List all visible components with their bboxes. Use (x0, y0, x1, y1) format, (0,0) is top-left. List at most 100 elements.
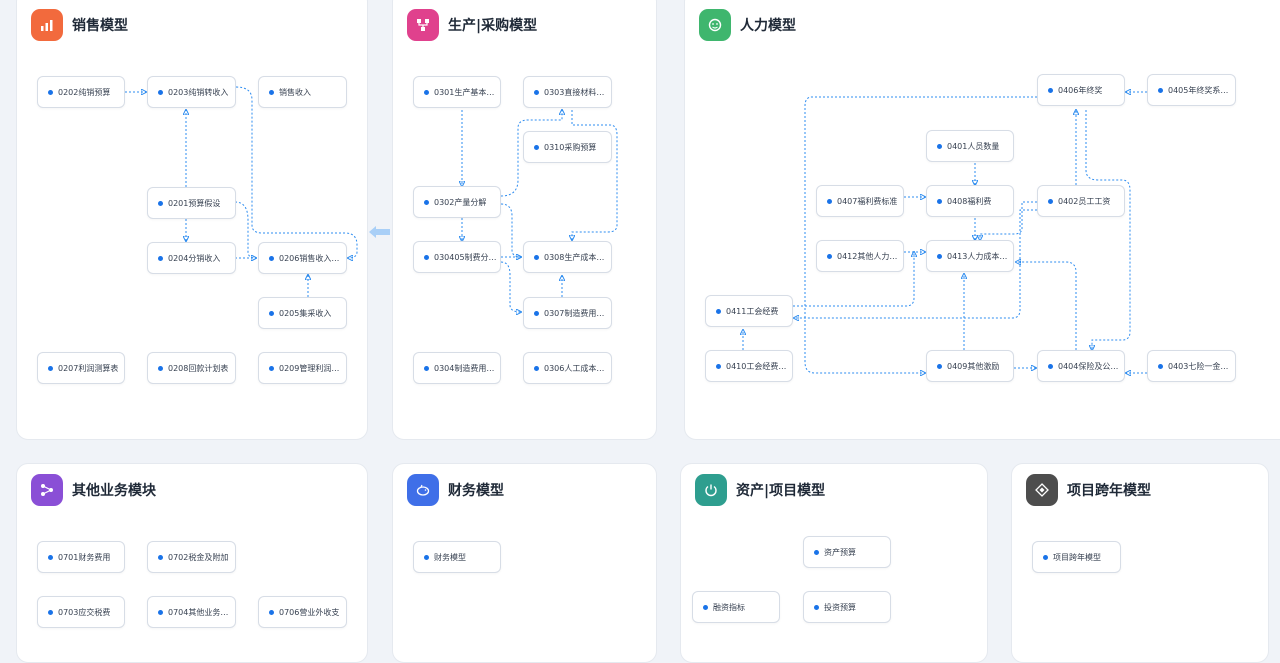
node-dot (424, 199, 429, 205)
node-dot (827, 198, 832, 204)
node-0408[interactable]: 0408福利费 (926, 185, 1014, 217)
node-dot (269, 609, 274, 615)
node-dot (48, 89, 53, 95)
node-0402[interactable]: 0402员工工资 (1037, 185, 1125, 217)
panel-title: 生产|采购模型 (448, 18, 538, 34)
node-label: 0303直接材料… (544, 87, 605, 97)
node-0403[interactable]: 0403七险一金… (1147, 350, 1236, 382)
node-dot (716, 308, 721, 314)
node-0204[interactable]: 0204分销收入 (147, 242, 236, 274)
panel-title: 其他业务模块 (72, 483, 156, 499)
node-0306[interactable]: 0306人工成本… (523, 352, 612, 384)
node-label: 0701财务费用 (58, 552, 111, 562)
node-0302[interactable]: 0302产量分解 (413, 186, 501, 218)
node-investment-budget[interactable]: 投资预算 (803, 591, 891, 623)
node-0203[interactable]: 0203纯销转收入 (147, 76, 236, 108)
node-label: 0412其他人力… (837, 251, 898, 261)
node-0411[interactable]: 0411工会经费 (705, 295, 793, 327)
flow-icon (407, 9, 439, 41)
node-dot (1048, 198, 1053, 204)
node-label: 0310采购预算 (544, 142, 597, 152)
node-label: 0410工会经费… (726, 361, 787, 371)
node-dot (937, 143, 942, 149)
node-label: 0403七险一金… (1168, 361, 1229, 371)
node-0401[interactable]: 0401人员数量 (926, 130, 1014, 162)
node-label: 0702税金及附加 (168, 552, 229, 562)
node-label: 0203纯销转收入 (168, 87, 229, 97)
node-dot (534, 310, 539, 316)
node-0202[interactable]: 0202纯销预算 (37, 76, 125, 108)
node-label: 0401人员数量 (947, 141, 1000, 151)
node-label: 融资指标 (713, 602, 745, 612)
node-label: 0204分销收入 (168, 253, 221, 263)
node-dot (48, 365, 53, 371)
node-0704[interactable]: 0704其他业务… (147, 596, 236, 628)
node-0701[interactable]: 0701财务费用 (37, 541, 125, 573)
node-label: 0302产量分解 (434, 197, 487, 207)
node-0308[interactable]: 0308生产成本… (523, 241, 612, 273)
node-sales-income[interactable]: 销售收入 (258, 76, 347, 108)
panel-header: 其他业务模块 (31, 474, 156, 506)
node-0304[interactable]: 0304制造费用… (413, 352, 501, 384)
node-label: 0304制造费用… (434, 363, 495, 373)
node-0413[interactable]: 0413人力成本… (926, 240, 1014, 272)
node-0412[interactable]: 0412其他人力… (816, 240, 904, 272)
node-dot (158, 554, 163, 560)
panel-title: 销售模型 (72, 18, 128, 34)
node-0209[interactable]: 0209管理利润… (258, 352, 347, 384)
panel-title: 项目跨年模型 (1067, 483, 1151, 499)
node-financing-indicator[interactable]: 融资指标 (692, 591, 780, 623)
node-label: 0408福利费 (947, 196, 992, 206)
node-0201[interactable]: 0201预算假设 (147, 187, 236, 219)
node-dot (814, 604, 819, 610)
node-label: 030405制费分… (434, 252, 497, 262)
node-0706[interactable]: 0706营业外收支 (258, 596, 347, 628)
node-0301[interactable]: 0301生产基本… (413, 76, 501, 108)
node-0303[interactable]: 0303直接材料… (523, 76, 612, 108)
node-dot (48, 609, 53, 615)
node-dot (937, 253, 942, 259)
node-dot (1048, 87, 1053, 93)
node-dot (1158, 87, 1163, 93)
node-label: 投资预算 (824, 602, 856, 612)
node-0206[interactable]: 0206销售收入… (258, 242, 347, 274)
node-dot (424, 254, 429, 260)
node-0205[interactable]: 0205集采收入 (258, 297, 347, 329)
node-cross-year-model[interactable]: 项目跨年模型 (1032, 541, 1121, 573)
node-asset-budget[interactable]: 资产预算 (803, 536, 891, 568)
node-0409[interactable]: 0409其他激励 (926, 350, 1014, 382)
node-label: 0308生产成本… (544, 252, 605, 262)
face-icon (699, 9, 731, 41)
node-finance-model[interactable]: 财务模型 (413, 541, 501, 573)
node-0208[interactable]: 0208回款计划表 (147, 352, 236, 384)
node-label: 0706营业外收支 (279, 607, 340, 617)
node-dot (158, 200, 163, 206)
node-0310[interactable]: 0310采购预算 (523, 131, 612, 163)
node-label: 0405年终奖系… (1168, 85, 1229, 95)
node-0207[interactable]: 0207利润测算表 (37, 352, 125, 384)
node-0410[interactable]: 0410工会经费… (705, 350, 793, 382)
node-0406[interactable]: 0406年终奖 (1037, 74, 1125, 106)
panel-header: 财务模型 (407, 474, 504, 506)
node-dot (424, 554, 429, 560)
node-dot (158, 609, 163, 615)
node-0702[interactable]: 0702税金及附加 (147, 541, 236, 573)
node-dot (269, 365, 274, 371)
node-label: 0413人力成本… (947, 251, 1008, 261)
node-label: 0306人工成本… (544, 363, 605, 373)
bar-chart-icon (31, 9, 63, 41)
node-030405[interactable]: 030405制费分… (413, 241, 501, 273)
node-dot (269, 89, 274, 95)
node-dot (534, 144, 539, 150)
share-icon (31, 474, 63, 506)
node-label: 0301生产基本… (434, 87, 495, 97)
node-0407[interactable]: 0407福利费标准 (816, 185, 904, 217)
panel-header: 生产|采购模型 (407, 9, 537, 41)
node-0307[interactable]: 0307制造费用… (523, 297, 612, 329)
node-0404[interactable]: 0404保险及公… (1037, 350, 1125, 382)
node-0703[interactable]: 0703应交税费 (37, 596, 125, 628)
panel-title: 人力模型 (740, 18, 796, 34)
node-dot (158, 89, 163, 95)
panel-header: 项目跨年模型 (1026, 474, 1151, 506)
node-0405[interactable]: 0405年终奖系… (1147, 74, 1236, 106)
